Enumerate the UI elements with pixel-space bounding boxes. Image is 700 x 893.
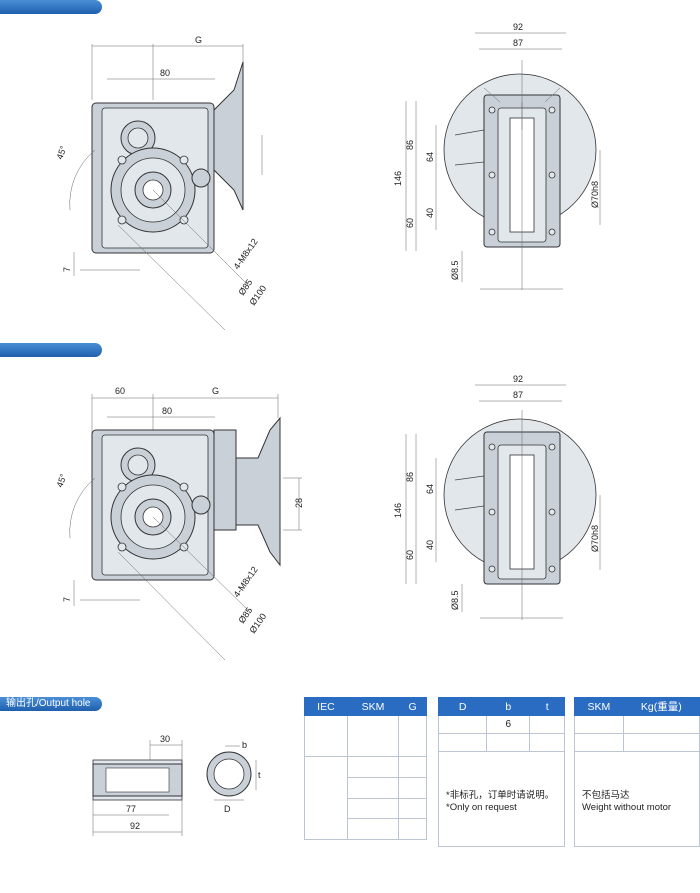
- dim-70h8-1: Ø70h8: [590, 181, 600, 208]
- col-skm: SKM: [346, 697, 400, 716]
- col-skm-weight: SKM: [574, 697, 624, 716]
- dim-b: b: [242, 740, 247, 750]
- dim-70h8-2: Ø70h8: [590, 525, 600, 552]
- dim-40-1: 40: [425, 208, 435, 218]
- weight-note-cn: 不包括马达: [582, 790, 630, 801]
- dim-g-2: G: [212, 386, 219, 396]
- weight-note-en: Weight without motor: [582, 802, 672, 813]
- dim-30: 30: [160, 734, 170, 744]
- cell-b-row1: 6: [486, 715, 531, 734]
- col-g: G: [398, 697, 427, 716]
- col-kg: Kg(重量): [622, 697, 700, 716]
- bolt-label-1: 4-M8x12: [231, 237, 259, 271]
- section-header-2: [0, 343, 102, 357]
- dim-64-2: 64: [425, 484, 435, 494]
- col-d: D: [437, 697, 488, 716]
- dim-7-1: 7: [62, 267, 72, 272]
- col-b: b: [486, 697, 531, 716]
- dim-85-2: Ø8.5: [450, 590, 460, 610]
- section-header-output-hole: 输出孔/Output hole: [0, 697, 102, 711]
- dim-77: 77: [126, 804, 136, 814]
- dim-86-1: 86: [405, 140, 415, 150]
- dim-60-2: 60: [115, 386, 125, 396]
- bore-note-cn: *非标孔，订单时请说明。: [446, 790, 555, 801]
- dim-g-1: G: [195, 35, 202, 45]
- dim-80-1: 80: [160, 68, 170, 78]
- dim-28-2: 28: [294, 498, 304, 508]
- col-iec: IEC: [304, 697, 348, 716]
- dim-87-2: 87: [513, 390, 523, 400]
- section-header-1: [0, 0, 102, 14]
- weight-table: SKM Kg(重量): [574, 697, 700, 752]
- dim-7-2: 7: [62, 597, 72, 602]
- iec-table: IEC SKM G: [304, 697, 427, 840]
- dim-60-1: 60: [405, 218, 415, 228]
- col-t: t: [529, 697, 565, 716]
- dim-85-1: Ø8.5: [450, 260, 460, 280]
- bolt-label-2: 4-M8x12: [231, 565, 259, 599]
- side-view-1: 92 87 146 86 64 60 40 Ø8.5 Ø70h8: [393, 22, 601, 290]
- dim-angle-2: 45°: [54, 472, 68, 489]
- dim-87-1: 87: [513, 38, 523, 48]
- dim-92-1: 92: [513, 22, 523, 32]
- bore-note-en: *Only on request: [446, 802, 517, 813]
- dim-d: D: [224, 804, 231, 814]
- dim-92-2: 92: [513, 374, 523, 384]
- dim-146-1: 146: [393, 171, 403, 186]
- dim-92-hole: 92: [130, 821, 140, 831]
- dim-64-1: 64: [425, 152, 435, 162]
- dim-146-2: 146: [393, 503, 403, 518]
- dim-t: t: [258, 770, 261, 780]
- output-hole-drawing: 30 77 92 b t D: [92, 734, 261, 836]
- dim-60-2: 60: [405, 550, 415, 560]
- dim-angle-1: 45°: [54, 144, 68, 161]
- front-view-2: 60 G 80 28 45° 7 4-M8x12 Ø85 Ø100: [54, 386, 304, 661]
- front-view-1: G 80 45° 7 4-M8x12 Ø85 Ø100: [54, 35, 268, 331]
- dim-40-2: 40: [425, 540, 435, 550]
- dim-80-2: 80: [162, 406, 172, 416]
- side-view-2: 92 87 146 86 64 60 40 Ø8.5 Ø70h8: [393, 374, 601, 620]
- bore-table: D b t 6: [437, 697, 565, 752]
- dim-86-2: 86: [405, 472, 415, 482]
